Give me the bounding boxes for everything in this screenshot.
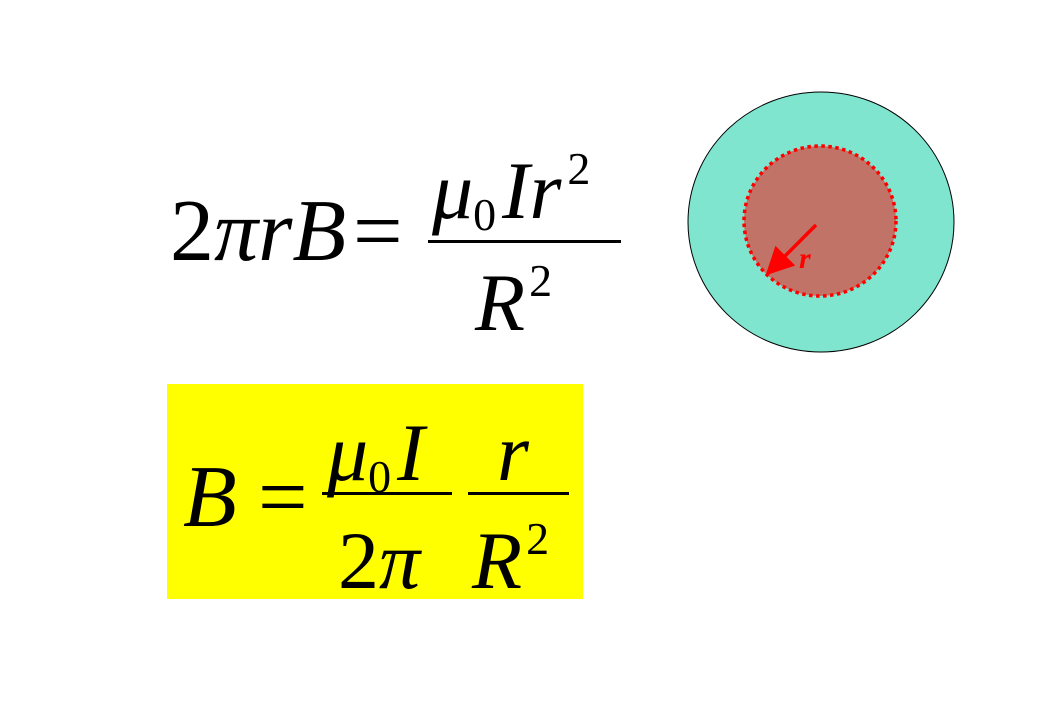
eq2-fraction2-denominator: R2 <box>472 516 549 602</box>
eq2-lhs: B <box>183 454 237 542</box>
eq1-r-exponent: 2 <box>567 143 591 194</box>
eq1-fraction-bar <box>428 240 621 243</box>
eq1-mu-subscript: 0 <box>473 189 497 240</box>
eq2-I: I <box>397 407 425 498</box>
eq1-num-r: r <box>529 145 562 236</box>
radius-label: r <box>799 242 811 275</box>
eq2-B: B <box>183 449 237 546</box>
eq2-fraction1-denominator: 2π <box>338 520 420 602</box>
eq1-coefficient: 2 <box>170 183 214 280</box>
eq1-R: R <box>475 257 526 348</box>
eq2-pi: π <box>379 515 421 606</box>
eq2-fraction2-bar <box>468 492 569 495</box>
eq1-denominator: R2 <box>475 258 552 344</box>
eq2-fraction1-numerator: μ0I <box>327 412 424 500</box>
radius-arrow-icon <box>765 223 818 276</box>
eq2-fraction1-bar <box>322 492 452 495</box>
eq1-mu: μ <box>432 145 474 236</box>
eq1-I: I <box>502 145 530 236</box>
wire-cross-section-diagram: r <box>687 91 955 353</box>
inner-amperian-loop <box>742 144 898 298</box>
highlighted-result-box <box>167 384 583 599</box>
eq2-num-r: r <box>497 407 529 498</box>
eq1-R-exponent: 2 <box>529 255 553 306</box>
eq2-R: R <box>472 515 523 606</box>
eq1-pi: π <box>214 183 259 280</box>
eq2-mu: μ <box>327 407 369 498</box>
eq2-mu-subscript: 0 <box>368 451 392 502</box>
eq1-r: r <box>258 183 293 280</box>
eq2-R-exponent: 2 <box>526 513 550 564</box>
eq2-coefficient: 2 <box>338 515 379 606</box>
eq2-fraction2-numerator: r <box>497 412 529 494</box>
eq1-equals: = <box>353 183 403 280</box>
eq1-B: B <box>292 183 347 280</box>
eq2-equals: = <box>258 449 308 546</box>
eq1-lhs: 2πrB <box>170 188 346 276</box>
